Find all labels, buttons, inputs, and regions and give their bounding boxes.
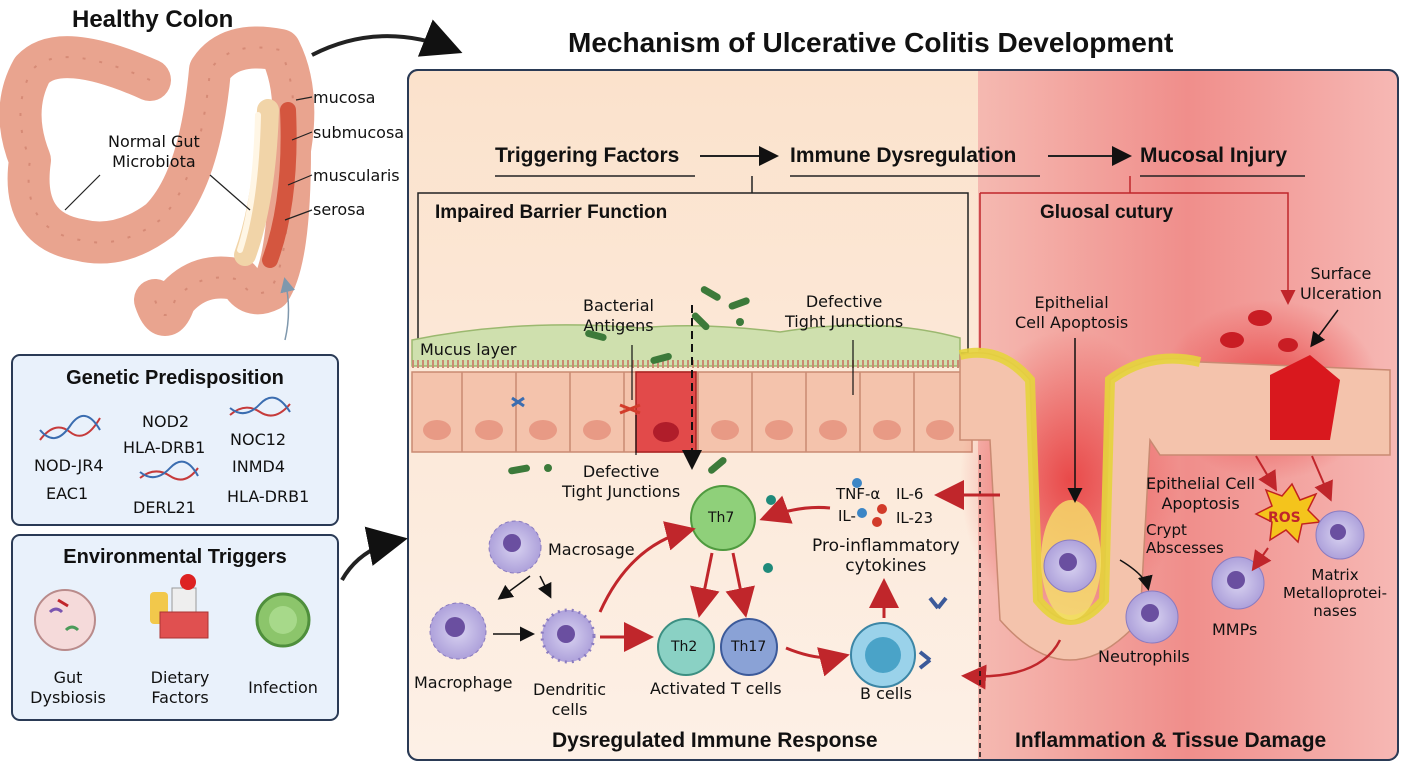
dendritic-label: Dendritic cells [533,680,606,719]
activated-t-label: Activated T cells [650,679,782,698]
tight-junction-label-top: Defective Tight Junctions [785,292,904,331]
layer-mucosa: mucosa [313,88,376,107]
mucus-label: Mucus layer [420,340,517,359]
th17-label: Th17 [731,639,767,655]
colon-title: Healthy Colon [72,6,234,33]
flow-mucosal: Mucosal Injury [1140,144,1288,167]
cytokine-il6: IL-6 [896,485,924,503]
mmps-label: MMPs [1212,620,1258,639]
page-title: Mechanism of Ulcerative Colitis Developm… [568,27,1174,58]
microbiota-label: Normal Gut Microbiota [108,132,200,171]
environment-title: Environmental Triggers [63,546,287,568]
layer-submucosa: submucosa [313,123,405,142]
layer-muscularis: muscularis [313,166,400,185]
gene-label: EAC1 [46,484,89,503]
mmps-long-label: Matrix Metalloprotei- nases [1283,566,1387,620]
immune-cells [429,478,948,688]
gut-dysbiosis-label: Gut Dysbiosis [30,668,106,707]
macrophage-label: Macrophage [414,673,513,692]
gene-label: NOC12 [230,430,287,449]
gene-label: HLA-DRB1 [123,438,206,457]
apoptosis-top-label: Epithelial Cell Apoptosis [1015,293,1129,332]
barrier-title: Impaired Barrier Function [435,202,668,223]
genetic-title: Genetic Predisposition [66,367,284,389]
flow-immune: Immune Dysregulation [790,144,1017,167]
th7-label: Th7 [708,510,735,526]
antigens-label: Bacterial Antigens [583,296,654,335]
gene-label: HLA-DRB1 [227,487,310,506]
genetic-panel [11,354,339,526]
th2-label: Th2 [671,639,698,655]
macrosage-label: Macrosage [548,540,635,559]
dietary-factors-label: Dietary Factors [150,668,210,707]
gene-label: INMD4 [232,457,285,476]
cytokine-tnf: TNF-α [836,485,881,503]
cytokine-il: IL- [838,507,856,525]
immune-section-title: Dysregulated Immune Response [552,729,878,752]
injury-section-title: Inflammation & Tissue Damage [1015,729,1327,752]
gene-label: NOD2 [142,412,190,431]
crypt-label: Crypt Abscesses [1146,521,1224,557]
tight-junction-label-bottom: Defective Tight Junctions [562,462,681,501]
layer-serosa: serosa [313,200,366,219]
flow-triggering: Triggering Factors [495,144,680,167]
injury-title: Gluosal cutury [1040,202,1174,223]
ros-label: ROS [1268,510,1301,526]
bcells-label: B cells [860,684,912,703]
apoptosis-label: Epithelial Cell Apoptosis [1146,474,1256,513]
gene-label: DERL21 [133,498,196,517]
gene-label: NOD-JR4 [34,456,104,475]
cytokines-label: Pro-inflammatory cytokines [812,536,960,576]
colon-illustration [0,26,315,341]
cytokine-il23: IL-23 [896,509,934,527]
neutrophils-label: Neutrophils [1098,647,1190,666]
ulceration-label: Surface Ulceration [1300,264,1382,303]
infection-label: Infection [248,678,318,697]
